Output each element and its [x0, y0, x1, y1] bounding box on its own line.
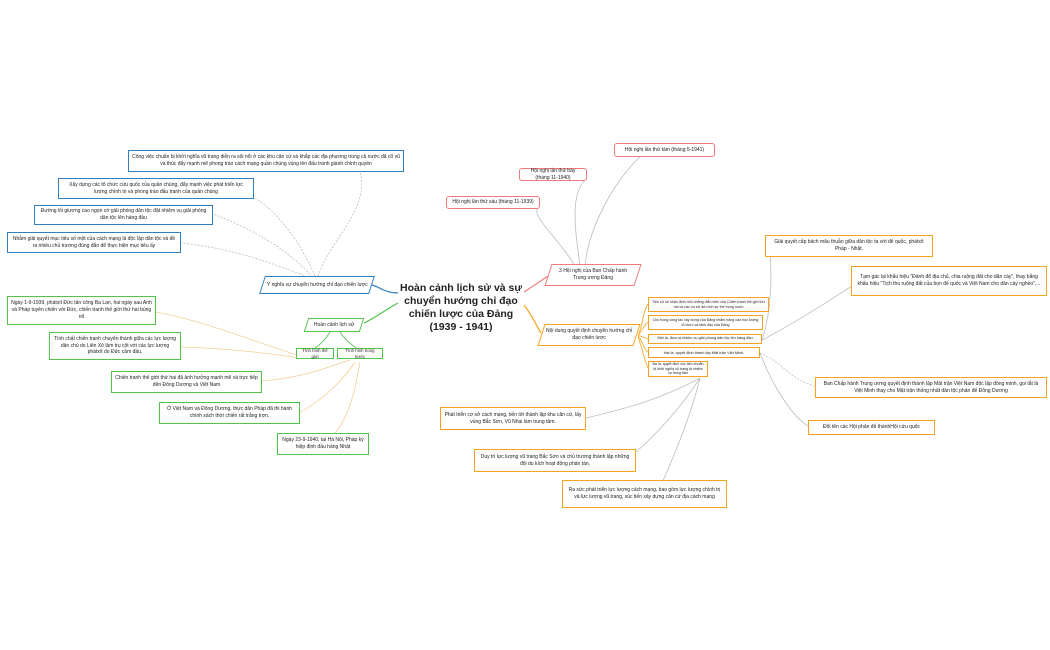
- the-gioi-item-2[interactable]: Tính chất chiến tranh chuyển thành giữa …: [49, 332, 181, 360]
- wire-yn-1: [317, 171, 362, 277]
- hoi-nghi-node[interactable]: 3 Hội nghị của Ban Chấp hành Trung ương …: [544, 264, 642, 286]
- wire-d-3: [759, 352, 816, 387]
- trong-nuoc-item-1[interactable]: Chiến tranh thế giới thứ hai đã ảnh hưởn…: [111, 371, 262, 393]
- wire-hn-1: [536, 207, 576, 267]
- y-nghia-item-1[interactable]: Công việc chuẩn bị khởi nghĩa vũ trang d…: [128, 150, 404, 172]
- wire-root-ynghia: [371, 284, 399, 294]
- hoi-nghi-label: 3 Hội nghị của Ban Chấp hành Trung ương …: [558, 268, 628, 281]
- trong-nuoc-item-2[interactable]: Ở Việt Nam và Đông Dương, thực dân Pháp …: [159, 402, 300, 424]
- tinh-hinh-the-gioi-node[interactable]: Tình hình thế giới: [296, 348, 334, 359]
- noi-dung-item-2[interactable]: Chú trọng công tác xây dựng của Đảng nhằ…: [648, 315, 763, 330]
- noi-dung-item-4[interactable]: Hai là, quyết định thành lập Mặt trận Vi…: [648, 347, 760, 358]
- trong-nuoc-item-3[interactable]: Ngày 23-9-1940, tại Hà Nội, Pháp ký hiệp…: [277, 433, 369, 455]
- wire-hc-tg: [314, 331, 331, 349]
- wire-d-2: [761, 285, 853, 341]
- hoan-canh-node[interactable]: Hoàn cảnh lịch sử: [303, 318, 365, 332]
- y-nghia-label: Ý nghĩa sự chuyển hướng chỉ đạo chiến lư…: [266, 281, 368, 288]
- y-nghia-node[interactable]: Ý nghĩa sự chuyển hướng chỉ đạo chiến lư…: [259, 276, 375, 294]
- noi-dung-item-3[interactable]: Một là, đưa ra nhiệm vụ giải phóng dân t…: [648, 334, 762, 344]
- y-nghia-item-4[interactable]: Nhằm giải quyết mục tiêu số một của cách…: [7, 232, 181, 253]
- y-nghia-item-2[interactable]: Xây dựng các tổ chức cứu quốc của quần c…: [58, 178, 254, 199]
- detail-can-cu[interactable]: Phát triển cơ sở cách mạng, tiến tới thà…: [440, 407, 586, 430]
- root-topic[interactable]: Hoàn cảnh lịch sử và sự chuyển hướng chỉ…: [400, 282, 522, 334]
- detail-du-kich[interactable]: Duy trì lực lượng vũ trang Bắc Sơn và ch…: [474, 449, 636, 472]
- detail-luc-luong[interactable]: Ra sức phát triển lực lượng cách mạng, b…: [562, 480, 727, 508]
- noi-dung-item-1[interactable]: Tiến cử số nhận định nhỏ nhằng diễn biến…: [648, 297, 769, 312]
- hoi-nghi-item-6[interactable]: Hội nghị lần thứ sáu (tháng 11-1939): [446, 196, 540, 209]
- wire-tn-3: [334, 361, 361, 434]
- wire-root-hoancanh: [363, 302, 399, 324]
- hoi-nghi-item-8[interactable]: Hội nghị lần thứ tám (tháng 5-1941): [614, 143, 715, 157]
- wire-d-4: [759, 352, 809, 427]
- wire-nd-items: [637, 303, 649, 369]
- wire-hn-3: [584, 156, 641, 266]
- wire-yn-2: [254, 197, 316, 277]
- the-gioi-item-1[interactable]: Ngày 1-9-1939, phátxít Đức tấn công Ba L…: [7, 296, 156, 325]
- wire-root-noidung: [523, 304, 542, 334]
- hoi-nghi-item-7[interactable]: Hội nghị lần thứ bảy (tháng 11-1940): [519, 168, 587, 181]
- wire-hc-tn: [339, 331, 357, 349]
- wire-yn-3: [212, 213, 313, 278]
- wire-d-7: [661, 377, 701, 484]
- detail-khau-hieu[interactable]: Tạm gác lại khẩu hiệu "Đánh đổ địa chủ, …: [851, 266, 1047, 296]
- noi-dung-label: Nội dung quyết định chuyển hướng chỉ đạo…: [545, 328, 633, 341]
- noi-dung-node[interactable]: Nội dung quyết định chuyển hướng chỉ đạo…: [537, 324, 641, 346]
- noi-dung-item-5[interactable]: Ba là, quyết định xúc tiến chuẩn bị khởi…: [648, 361, 708, 377]
- wire-tn-1: [261, 359, 351, 382]
- wire-d-5: [585, 377, 701, 419]
- wire-tg-2: [180, 346, 301, 359]
- hoan-canh-label: Hoàn cảnh lịch sử: [313, 321, 355, 328]
- tinh-hinh-trong-nuoc-node[interactable]: Tình hình trong nước: [337, 348, 383, 359]
- wire-yn-4: [180, 242, 311, 279]
- wire-d-1: [761, 245, 772, 341]
- y-nghia-item-3[interactable]: Đường lối giương cao ngọn cờ giải phóng …: [34, 205, 213, 225]
- wire-d-6: [635, 377, 701, 453]
- detail-viet-minh[interactable]: Ban Chấp hành Trung ương quyết định thàn…: [815, 377, 1047, 398]
- detail-mau-thuan[interactable]: Giải quyết cấp bách mâu thuẫn giữa dân t…: [765, 235, 933, 257]
- wire-tg-1: [155, 311, 301, 357]
- detail-hoi-cuu-quoc[interactable]: Đổi tên các Hội phản đế thànhHội cứu quố…: [808, 420, 935, 435]
- wire-tn-2: [299, 361, 356, 413]
- wire-hn-2: [574, 179, 586, 266]
